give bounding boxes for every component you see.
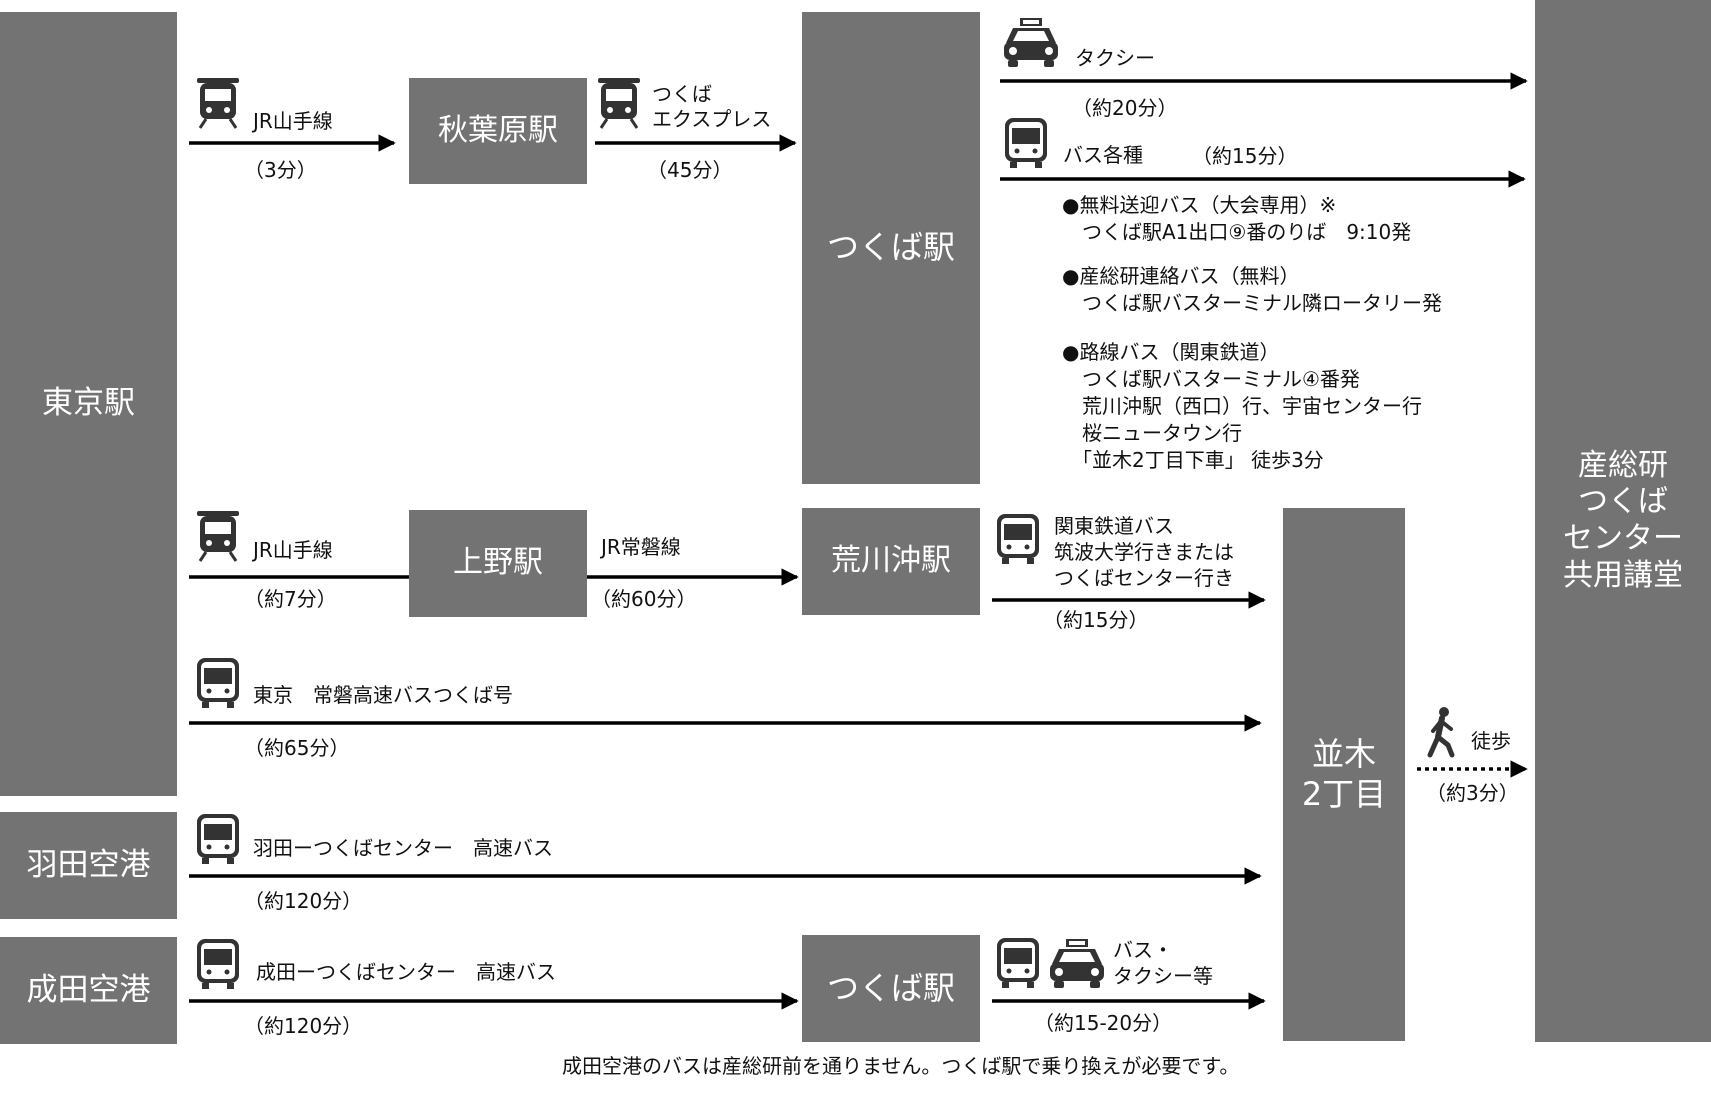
destination-aist-label: 産総研 つくば センター 共用講堂	[1563, 447, 1683, 593]
route-bus-kakushu-label: バス各種	[1063, 143, 1143, 167]
station-tokyo-label: 東京駅	[42, 385, 135, 422]
route-walk-time: （約3分）	[1426, 781, 1519, 805]
station-tokyo: 東京駅	[0, 12, 177, 796]
route-tx-time: （45分）	[647, 158, 733, 182]
route-jr-yamanote-2-time: （約7分）	[244, 587, 337, 611]
route-narita-express-label: 成田ーつくばセンター 高速バス	[256, 960, 556, 984]
footnote: 成田空港のバスは産総研前を通りません。つくば駅で乗り換えが必要です。	[562, 1054, 1240, 1078]
station-haneda: 羽田空港	[0, 812, 177, 919]
station-ueno-label: 上野駅	[453, 545, 543, 581]
route-haneda-express-time: （約120分）	[244, 889, 363, 913]
train-icon	[596, 76, 642, 130]
route-kantetsu-label: 関東鉄道バス 筑波大学行きまたは つくばセンター行き	[1054, 514, 1234, 590]
bus-icon	[197, 658, 239, 708]
taxi-icon	[1050, 939, 1104, 988]
route-tx-label: つくば エクスプレス	[652, 82, 772, 131]
route-taxi-label: タクシー	[1075, 46, 1155, 70]
station-akihabara: 秋葉原駅	[409, 78, 587, 184]
station-namiki: 並木 2丁目	[1283, 508, 1405, 1041]
destination-aist: 産総研 つくば センター 共用講堂	[1535, 0, 1711, 1042]
route-bus-kakushu-time: （約15分）	[1192, 144, 1298, 168]
station-narita-label: 成田空港	[26, 971, 151, 1008]
train-icon	[195, 509, 241, 563]
taxi-icon	[1004, 18, 1058, 67]
route-kantetsu-time: （約15分）	[1043, 608, 1149, 632]
station-arakawaoki-label: 荒川沖駅	[831, 543, 951, 579]
train-icon	[195, 76, 241, 130]
route-taxi-time: （約20分）	[1072, 96, 1178, 120]
route-haneda-express-label: 羽田ーつくばセンター 高速バス	[253, 836, 553, 860]
bus-icon	[197, 814, 239, 864]
route-jr-joban-label: JR常磐線	[601, 535, 681, 559]
station-narita: 成田空港	[0, 937, 177, 1044]
bus-note-1: ●無料送迎バス（大会専用）※ つくば駅A1出口⑨番のりば 9:10発	[1062, 193, 1412, 244]
station-tsukuba-bottom-label: つくば駅	[826, 968, 955, 1007]
station-tsukuba-top-label: つくば駅	[826, 228, 955, 267]
route-joban-express-label: 東京 常磐高速バスつくば号	[253, 683, 513, 707]
route-jr-yamanote-1-time: （3分）	[244, 158, 317, 182]
route-bus-taxi-label: バス・ タクシー等	[1113, 938, 1213, 988]
station-akihabara-label: 秋葉原駅	[438, 112, 558, 148]
bus-icon	[997, 938, 1039, 988]
station-tsukuba-bottom: つくば駅	[802, 935, 980, 1042]
bus-icon	[997, 514, 1039, 564]
route-bus-taxi-time: （約15-20分）	[1034, 1011, 1173, 1035]
bus-note-3: ●路線バス（関東鉄道） つくば駅バスターミナル④番発 荒川沖駅（西口）行、宇宙セ…	[1062, 340, 1422, 472]
route-jr-joban-time: （約60分）	[591, 587, 697, 611]
station-namiki-label: 並木 2丁目	[1301, 735, 1387, 813]
bus-icon	[1005, 118, 1047, 168]
route-jr-yamanote-2-label: JR山手線	[253, 538, 333, 562]
walking-person-icon	[1430, 707, 1452, 755]
station-arakawaoki: 荒川沖駅	[802, 508, 980, 615]
route-joban-express-time: （約65分）	[244, 736, 350, 760]
route-jr-yamanote-1-label: JR山手線	[253, 109, 333, 133]
bus-note-2: ●産総研連絡バス（無料） つくば駅バスターミナル隣ロータリー発	[1062, 264, 1442, 315]
station-tsukuba-top: つくば駅	[802, 12, 980, 484]
station-haneda-label: 羽田空港	[26, 846, 151, 883]
bus-icon	[197, 939, 239, 989]
station-ueno: 上野駅	[409, 510, 587, 617]
route-walk-label: 徒歩	[1471, 729, 1511, 753]
route-narita-express-time: （約120分）	[244, 1014, 363, 1038]
